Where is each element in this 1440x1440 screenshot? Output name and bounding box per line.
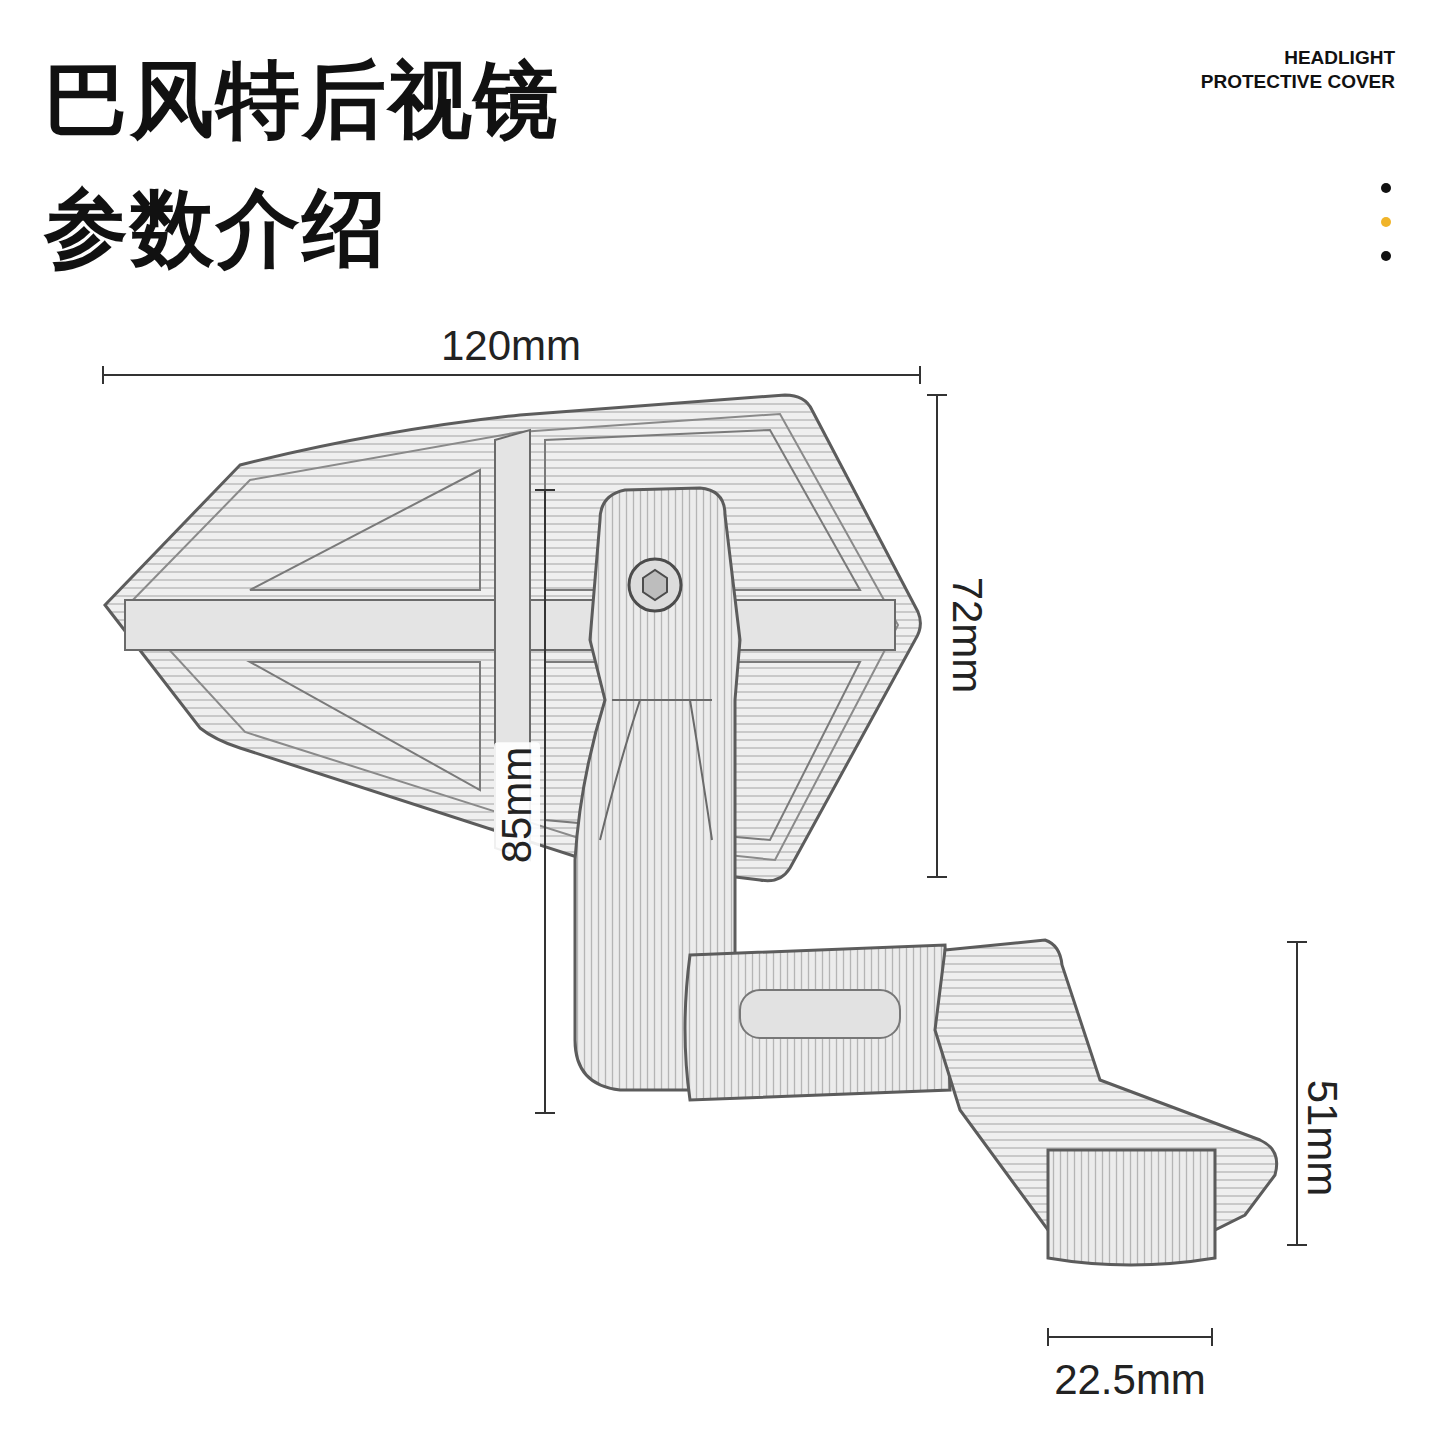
- dimension-label: 85mm: [494, 743, 540, 868]
- page-title: 巴风特后视镜 参数介绍: [44, 36, 604, 292]
- bolt-socket: [643, 570, 667, 600]
- mirror-arm: [685, 945, 950, 1100]
- dimension-lines: [103, 366, 1307, 1346]
- arm-recess: [740, 990, 900, 1038]
- threaded-base: [1048, 1150, 1215, 1265]
- dimension-label: 22.5mm: [1050, 1357, 1210, 1403]
- bolt: [629, 559, 681, 611]
- dot: [1381, 217, 1391, 227]
- dot: [1381, 251, 1391, 261]
- mirror-shell: [105, 395, 920, 881]
- stem-groove: [600, 700, 712, 840]
- dimension-label: 120mm: [437, 323, 585, 369]
- mirror-facet: [250, 430, 860, 840]
- dimension-label: 72mm: [944, 573, 990, 698]
- dot: [1381, 183, 1391, 193]
- dimension-label: 51mm: [1299, 1076, 1345, 1201]
- corner-tag: HEADLIGHT PROTECTIVE COVER: [1190, 46, 1395, 94]
